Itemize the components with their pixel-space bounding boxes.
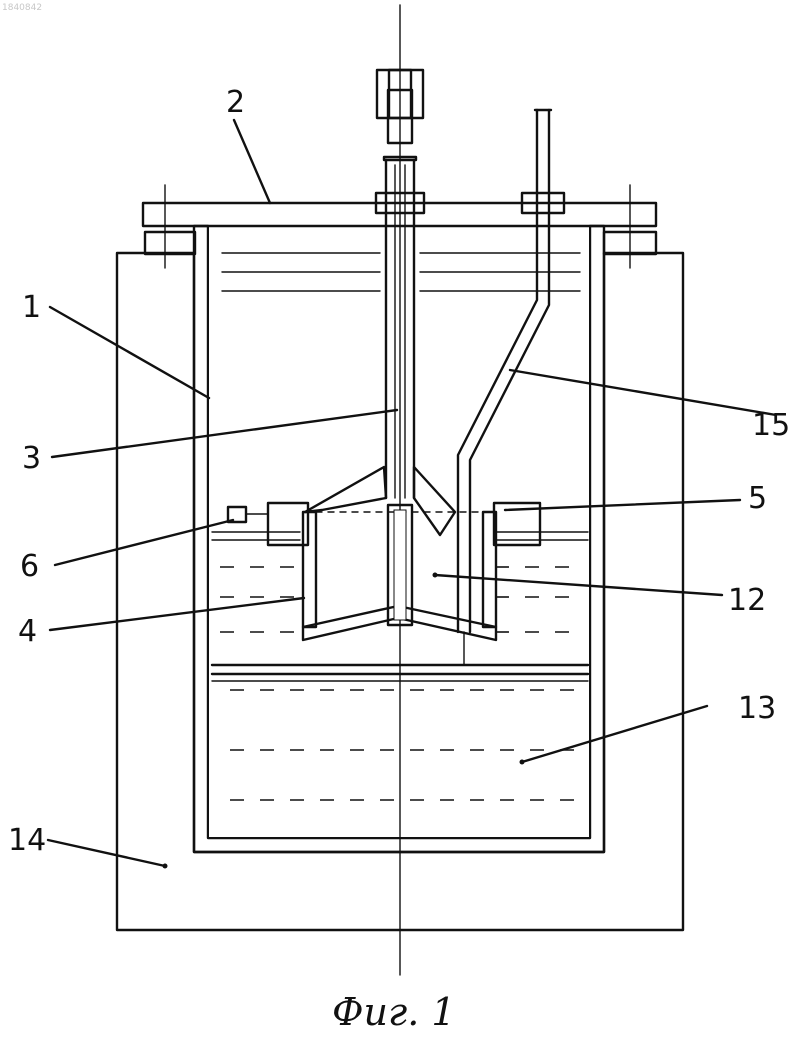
label-12: 12 xyxy=(728,583,766,618)
point-14 xyxy=(163,864,168,869)
point-13 xyxy=(520,760,525,765)
label-14: 14 xyxy=(8,823,46,858)
label-4: 4 xyxy=(18,614,37,649)
label-3: 3 xyxy=(22,441,41,476)
figure-caption: Фиг. 1 xyxy=(332,990,456,1034)
point-12 xyxy=(433,573,438,578)
label-6: 6 xyxy=(20,549,39,584)
document-id: 1840842 xyxy=(2,3,42,13)
jacket-top-left xyxy=(145,232,195,254)
label-5: 5 xyxy=(748,481,767,516)
label-2: 2 xyxy=(226,85,245,120)
label-13: 13 xyxy=(738,691,776,726)
label-15: 15 xyxy=(752,408,790,443)
label-1: 1 xyxy=(22,290,41,325)
